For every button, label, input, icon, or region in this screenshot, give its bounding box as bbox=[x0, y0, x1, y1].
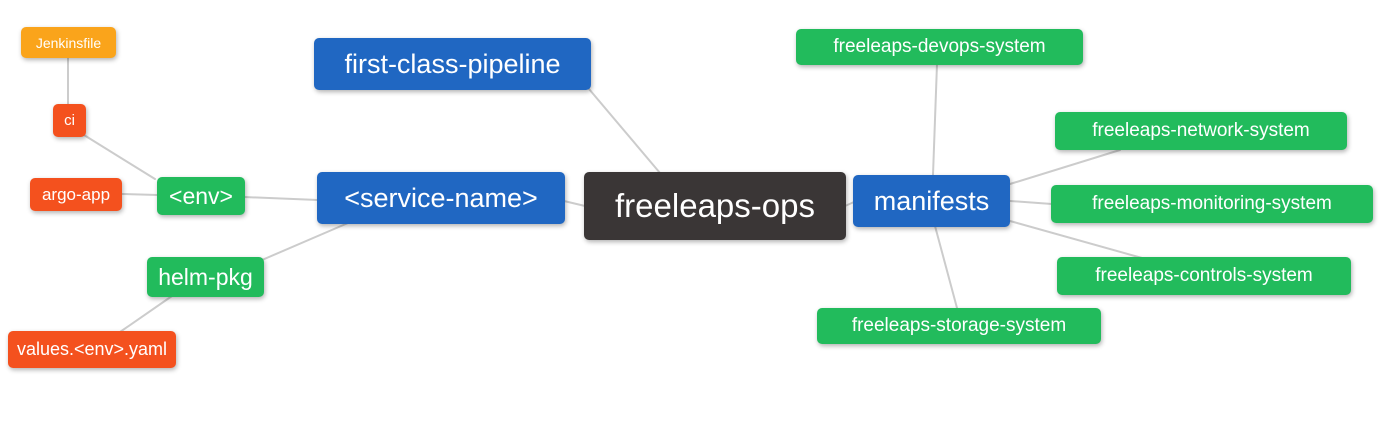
node-freeleaps-monitoring-system[interactable]: freeleaps-monitoring-system bbox=[1051, 185, 1373, 223]
node-root-freeleaps-ops[interactable]: freeleaps-ops bbox=[584, 172, 846, 240]
node-values-env-yaml[interactable]: values.<env>.yaml bbox=[8, 331, 176, 368]
node-freeleaps-storage-system[interactable]: freeleaps-storage-system bbox=[817, 308, 1101, 344]
edge-manifests-devops bbox=[932, 63, 938, 176]
node-freeleaps-devops-system[interactable]: freeleaps-devops-system bbox=[796, 29, 1083, 65]
node-argo-app[interactable]: argo-app bbox=[30, 178, 122, 211]
edge-argo-app-env bbox=[121, 193, 159, 196]
node-service-name[interactable]: <service-name> bbox=[317, 172, 565, 224]
node-freeleaps-controls-system[interactable]: freeleaps-controls-system bbox=[1057, 257, 1351, 295]
edge-manifests-network bbox=[1009, 149, 1121, 185]
edge-manifests-controls bbox=[1009, 220, 1143, 259]
node-freeleaps-network-system[interactable]: freeleaps-network-system bbox=[1055, 112, 1347, 150]
edge-manifests-storage bbox=[934, 225, 958, 309]
node-env[interactable]: <env> bbox=[157, 177, 245, 215]
edge-service-name-root bbox=[563, 200, 586, 207]
node-helm-pkg[interactable]: helm-pkg bbox=[147, 257, 264, 297]
node-jenkinsfile[interactable]: Jenkinsfile bbox=[21, 27, 116, 58]
edge-pipeline-root bbox=[588, 88, 661, 174]
edge-ci-env bbox=[83, 134, 156, 180]
edge-root-manifests bbox=[844, 201, 855, 207]
edge-manifests-monitoring bbox=[1009, 200, 1053, 205]
node-first-class-pipeline[interactable]: first-class-pipeline bbox=[314, 38, 591, 90]
edge-service-name-helm-pkg bbox=[261, 222, 349, 261]
node-manifests[interactable]: manifests bbox=[853, 175, 1010, 227]
node-ci[interactable]: ci bbox=[53, 104, 86, 137]
edge-helm-pkg-values bbox=[119, 295, 173, 333]
edge-env-service-name bbox=[243, 196, 319, 201]
